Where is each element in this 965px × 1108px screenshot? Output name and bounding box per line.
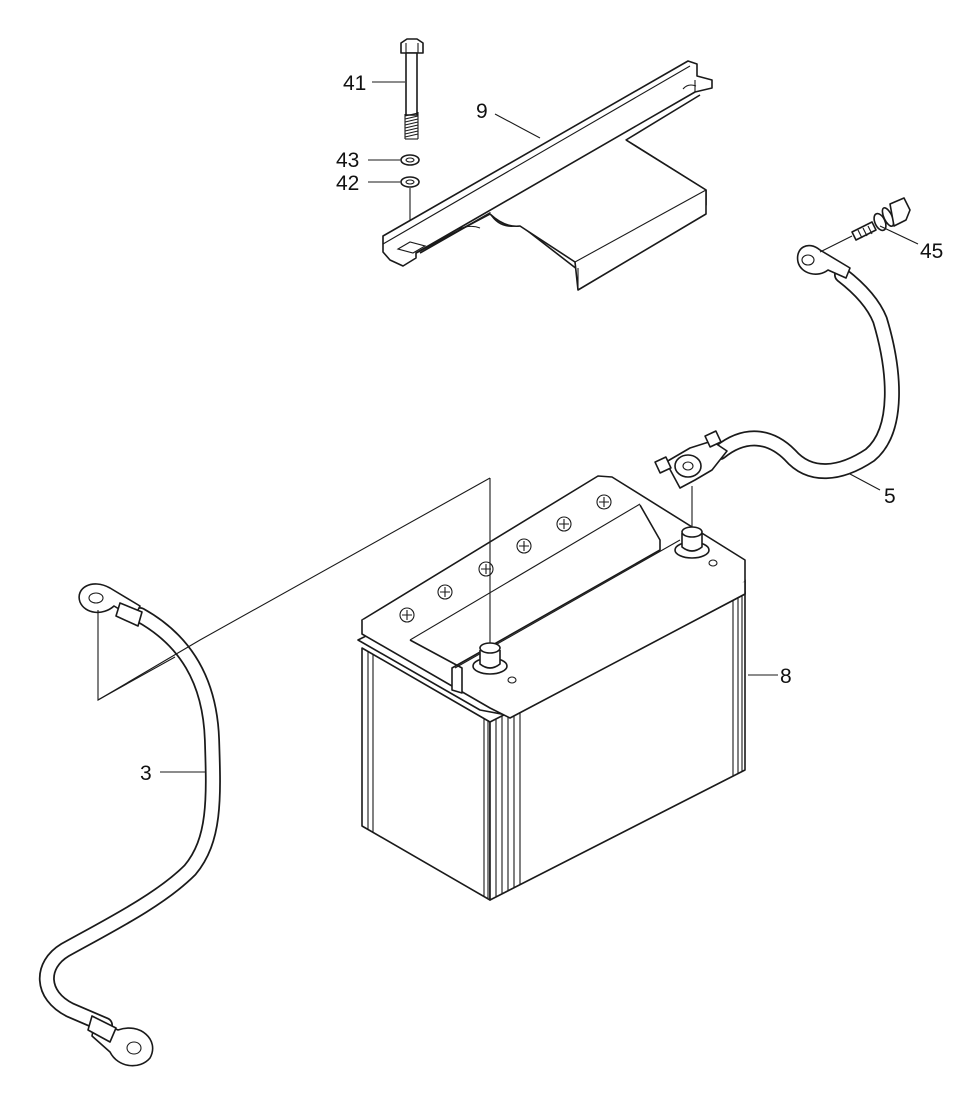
bolt-41 [400, 38, 424, 140]
callout-8: 8 [780, 665, 792, 688]
callout-9: 9 [476, 100, 488, 123]
callout-5: 5 [884, 485, 896, 508]
callout-45: 45 [920, 240, 943, 263]
spring-washer-43 [400, 154, 420, 166]
ground-reference-lines [97, 477, 491, 701]
callout-42: 42 [336, 172, 359, 195]
flat-washer-42 [400, 176, 420, 188]
callout-43: 43 [336, 149, 359, 172]
callout-leaders [160, 81, 919, 773]
axis-line-bolt-45 [819, 235, 853, 253]
callout-41: 41 [343, 72, 366, 95]
callout-3: 3 [140, 762, 152, 785]
ground-cable-3 [38, 583, 221, 1067]
battery-8 [357, 475, 746, 901]
terminal-bolt-45 [851, 197, 911, 241]
positive-cable-5 [654, 244, 900, 489]
battery-holder-bracket-9 [382, 60, 713, 291]
